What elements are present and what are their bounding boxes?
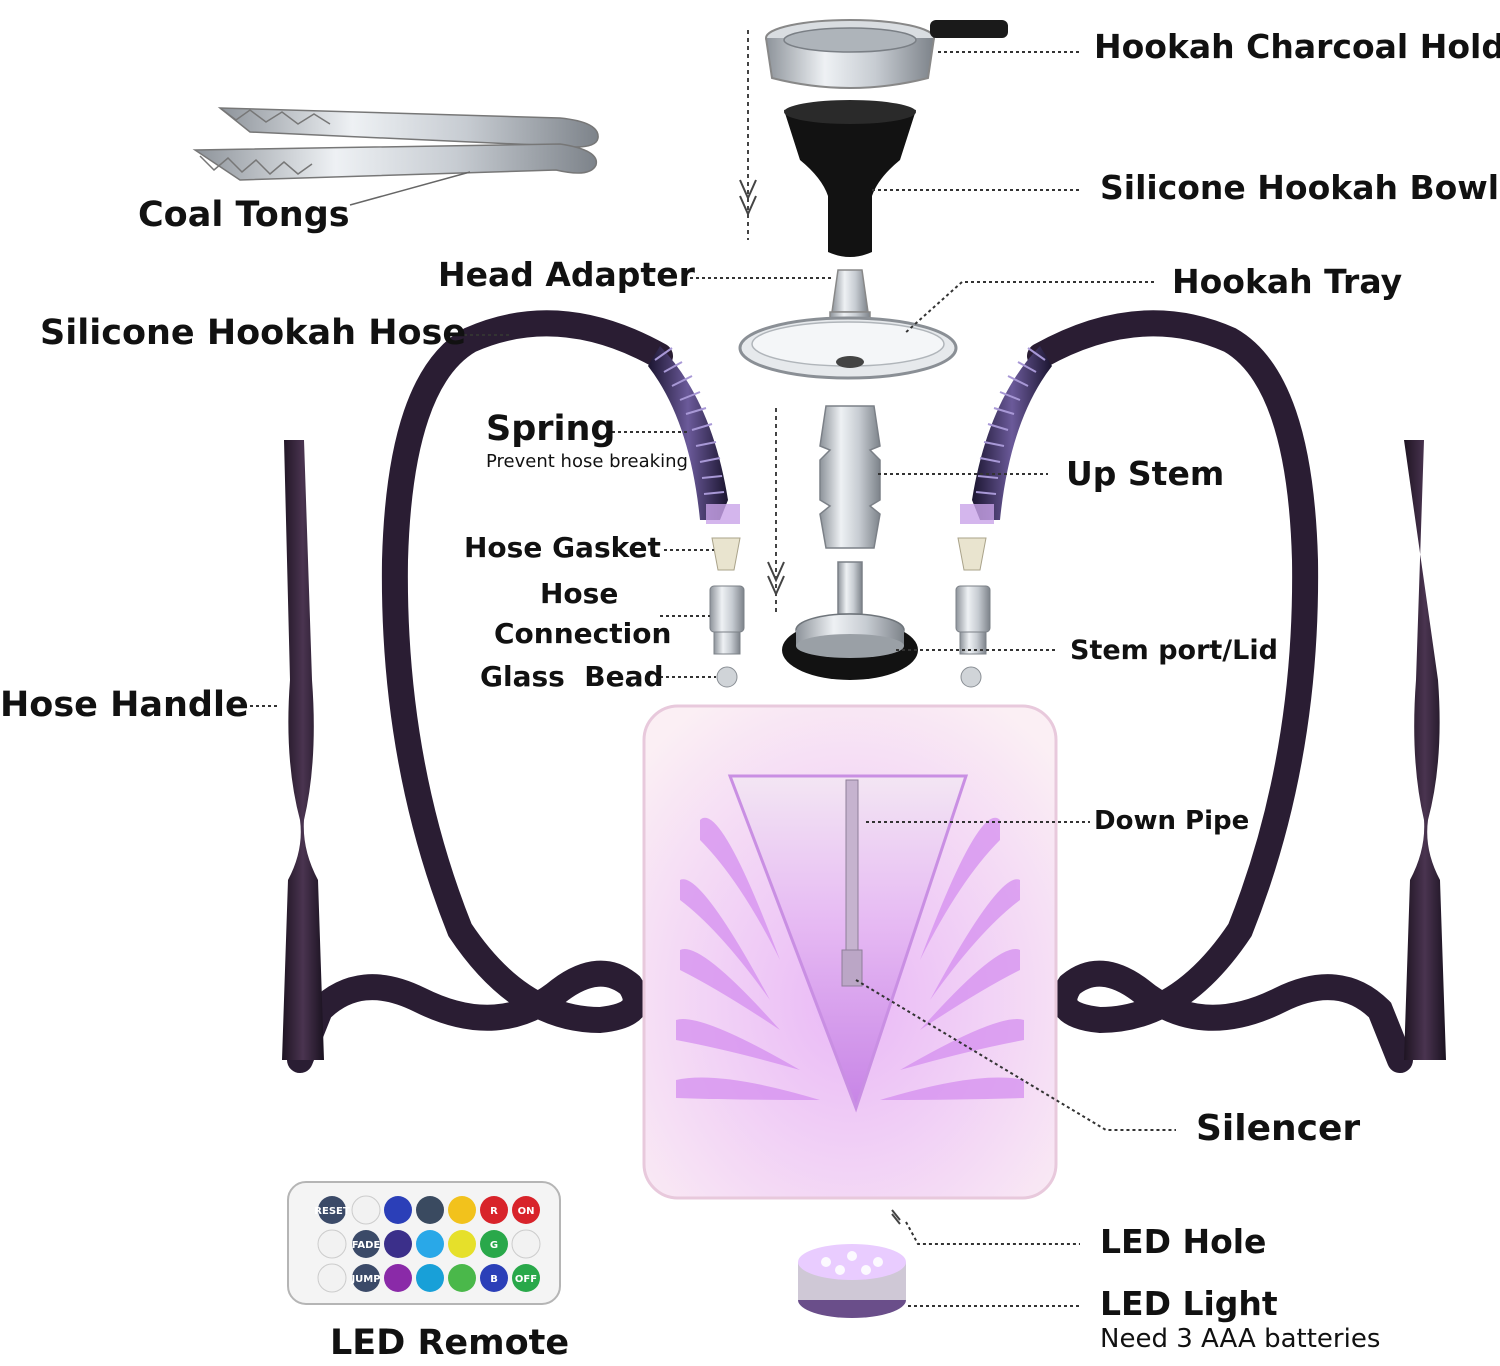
label-hookah-tray: Hookah Tray — [1172, 262, 1403, 301]
label-spring: Spring — [486, 409, 616, 449]
left-hose — [287, 310, 745, 1073]
coal-tongs — [192, 107, 599, 206]
label-hose-connection-2: Connection — [494, 617, 672, 650]
label-led-remote: LED Remote — [330, 1323, 570, 1363]
label-stem-port: Stem port/Lid — [1070, 635, 1278, 666]
label-silicone-hose: Silicone Hookah Hose — [40, 313, 467, 353]
acrylic-base — [642, 704, 1058, 1200]
charcoal-holder — [765, 19, 1008, 89]
remote-btn-fade[interactable]: FADE — [352, 1240, 381, 1251]
right-hose-handle — [1404, 440, 1446, 1060]
label-up-stem: Up Stem — [1066, 454, 1225, 493]
label-silicone-bowl: Silicone Hookah Bowl — [1100, 168, 1500, 207]
remote-btn-b[interactable]: B — [490, 1274, 498, 1285]
silicone-bowl — [784, 100, 916, 257]
label-charcoal-holder: Hookah Charcoal Holder — [1094, 27, 1500, 66]
label-silencer: Silencer — [1196, 1108, 1361, 1149]
stem-port-lid — [782, 561, 918, 680]
label-led-light-note: Need 3 AAA batteries — [1100, 1324, 1381, 1354]
label-hose-connection-1: Hose — [540, 577, 619, 610]
led-remote: RESET R ON FADE G JUMP B OFF — [287, 1181, 561, 1305]
remote-btn-reset[interactable]: RESET — [314, 1206, 350, 1217]
remote-btn-g[interactable]: G — [490, 1240, 498, 1251]
remote-btn-off[interactable]: OFF — [515, 1274, 537, 1285]
label-glass-bead: Glass Bead — [480, 660, 664, 693]
right-hose — [955, 310, 1413, 1073]
remote-btn-jump[interactable]: JUMP — [350, 1274, 380, 1285]
led-light — [798, 1244, 906, 1318]
label-hose-handle: Hose Handle — [0, 685, 249, 725]
label-down-pipe: Down Pipe — [1094, 806, 1250, 836]
label-spring-note: Prevent hose breaking — [486, 451, 688, 472]
label-hose-gasket: Hose Gasket — [464, 531, 661, 564]
left-hose-handle — [282, 440, 324, 1060]
leader-lines — [244, 51, 1176, 1307]
assembly-arrows — [739, 30, 901, 1225]
label-led-light: LED Light — [1100, 1284, 1278, 1323]
up-stem — [819, 405, 881, 549]
hookah-tray — [738, 316, 958, 380]
remote-btn-r[interactable]: R — [490, 1206, 498, 1217]
label-head-adapter: Head Adapter — [438, 255, 695, 294]
label-led-hole: LED Hole — [1100, 1222, 1267, 1261]
remote-btn-on[interactable]: ON — [518, 1206, 535, 1217]
label-coal-tongs: Coal Tongs — [138, 195, 350, 235]
